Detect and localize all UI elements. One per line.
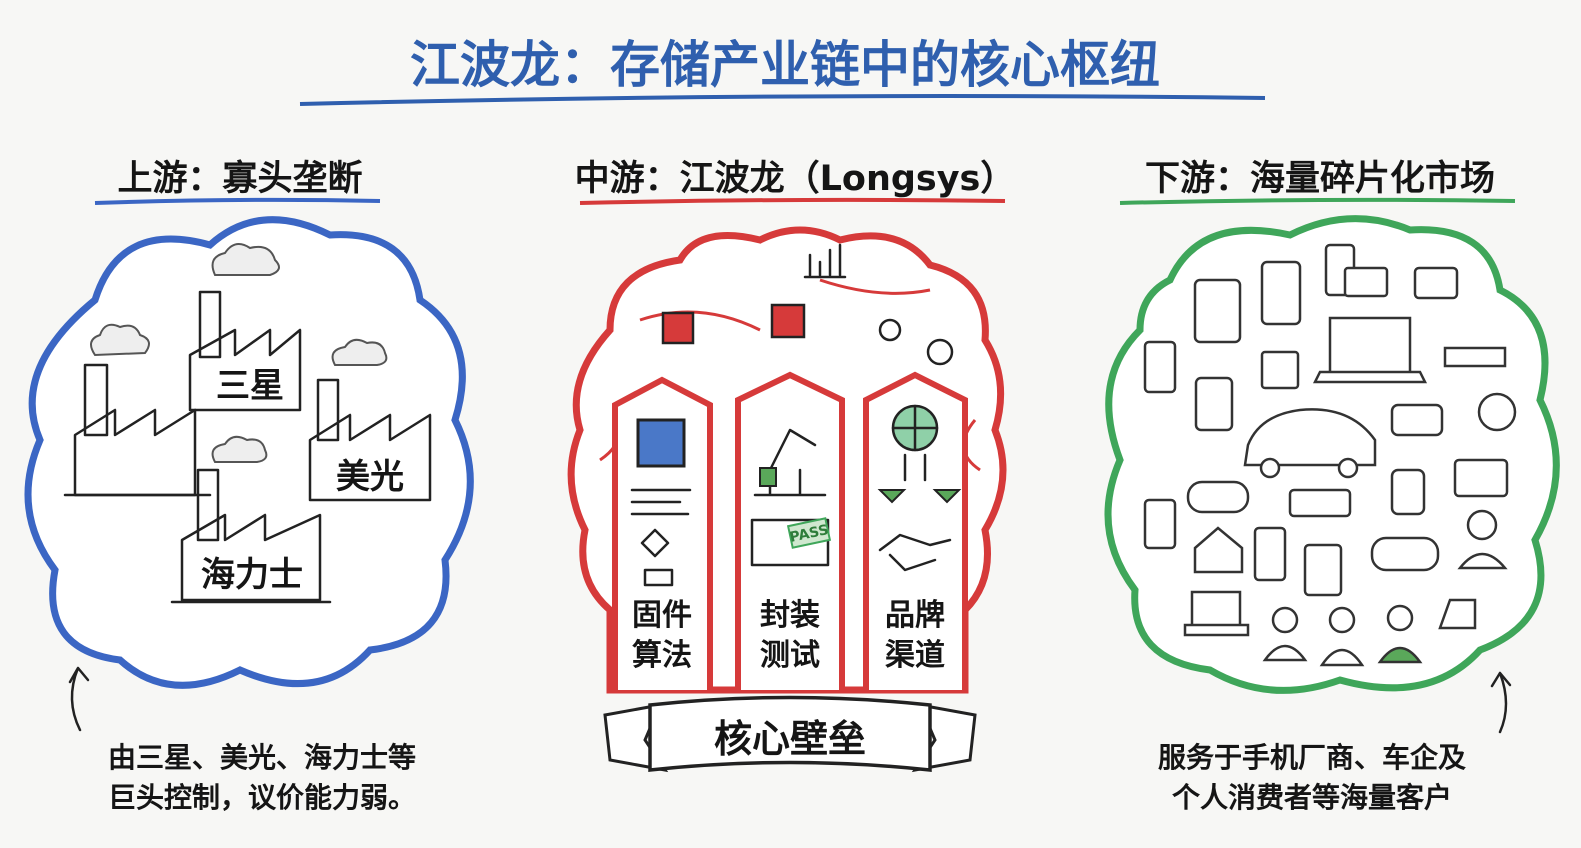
console-icon (1343, 266, 1389, 298)
downstream-caption-line: 服务于手机厂商、车企及 (1158, 741, 1466, 774)
usb-drive-icon (1288, 488, 1352, 518)
charging-phone-icon (1194, 376, 1234, 432)
pillar-label: 测试 (760, 638, 820, 673)
laptop-icon (1312, 316, 1428, 384)
person-icon (1386, 604, 1414, 632)
laptop-icon (1183, 590, 1250, 637)
pillar-brand-channel: 品牌 渠道 (863, 371, 968, 690)
factory-label: 海力士 (201, 555, 303, 595)
camera-icon (1453, 458, 1509, 498)
phone-icon (1260, 260, 1302, 326)
factory-label: 三星 (216, 366, 284, 406)
handshake-icon (878, 533, 952, 572)
gamepad-icon (1370, 536, 1440, 572)
smart-speaker-icon (1390, 468, 1426, 516)
person-icon (1271, 606, 1299, 634)
upstream-caption-line: 由三星、美光、海力士等 (108, 741, 416, 774)
pillar-label: 固件 (632, 598, 692, 633)
android-tablet-icon (1303, 543, 1343, 597)
page-title: 江波龙：存储产业链中的核心枢纽 (410, 36, 1160, 94)
gamepad-icon (1186, 480, 1250, 514)
upstream-heading: 上游：寡头垄断 (117, 158, 362, 199)
pillar-label: 渠道 (885, 638, 945, 673)
core-barrier-banner: 核心壁垒 (603, 695, 977, 773)
car-icon (1243, 408, 1377, 467)
pillar-packaging-testing: PASS 封装 测试 (735, 371, 845, 690)
tablet-icon (1193, 278, 1242, 344)
factory-samsung: 三星 (188, 243, 302, 412)
router-icon (1443, 346, 1507, 368)
pillar-label: 算法 (632, 638, 692, 673)
factory-micron: 美光 (308, 338, 432, 502)
factory-hynix: 海力士 (170, 435, 332, 604)
smart-home-icon (1193, 526, 1244, 574)
title-underline (299, 94, 1266, 106)
downstream-underline (1119, 197, 1516, 205)
device-icons (1143, 243, 1517, 667)
person-icon (1466, 509, 1498, 541)
midstream-underline (579, 197, 1006, 205)
handheld-console-icon (1390, 403, 1444, 437)
arrow-up-icon (68, 666, 90, 732)
arrow-up-icon (1490, 671, 1512, 734)
chip-icon (1260, 350, 1300, 390)
speaker-icon (1143, 498, 1177, 550)
midstream-heading: 中游：江波龙（Longsys） (575, 159, 1016, 199)
factory-label: 美光 (336, 457, 404, 497)
pillar-firmware-algorithm: 固件 算法 (612, 376, 713, 690)
chip-icon (636, 418, 686, 468)
person-icon (1328, 606, 1356, 634)
upstream-underline (94, 197, 381, 205)
banner-label: 核心壁垒 (714, 717, 866, 761)
upstream-caption-line: 巨头控制，议价能力弱。 (108, 781, 416, 814)
printer-icon (1413, 266, 1459, 300)
downstream-heading: 下游：海量碎片化市场 (1145, 159, 1495, 199)
phone-icon (1253, 526, 1287, 582)
pillar-label: 封装 (760, 598, 820, 633)
watch-icon (1477, 392, 1517, 432)
factory-generic-icon (63, 323, 212, 497)
phone-icon (1143, 340, 1177, 394)
downstream-caption-line: 个人消费者等海量客户 (1172, 781, 1452, 814)
drone-icon (1438, 598, 1477, 630)
pillar-label: 品牌 (885, 598, 945, 633)
